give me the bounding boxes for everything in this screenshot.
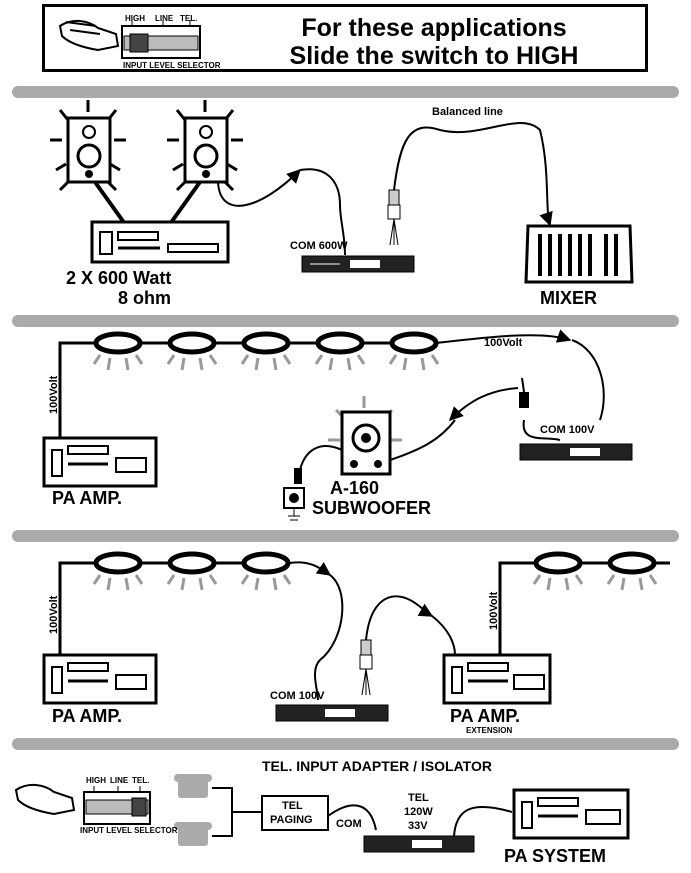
telephone-icon-2 (174, 822, 212, 846)
subwoofer-model-label: A-160 (330, 478, 380, 498)
input-level-selector-switch (121, 20, 201, 59)
pa-system-icon (512, 788, 630, 840)
ceiling-speakers-row-2 (58, 331, 440, 440)
com-100v-label-3: COM 100V (270, 690, 325, 702)
pa-system-label: PA SYSTEM (504, 846, 607, 866)
section-divider-1 (12, 86, 679, 98)
tel-adapter-title: TEL. INPUT ADAPTER / ISOLATOR (262, 758, 492, 774)
tel-label-line2: 120W (404, 806, 433, 818)
xlr-plug-icon (387, 189, 401, 246)
com-600w-unit (301, 255, 415, 273)
amp-spec-line2: 8 ohm (118, 288, 172, 308)
selector-high-label: HIGH (125, 14, 145, 23)
selector-caption-2: INPUT LEVEL SELECTOR (80, 826, 178, 835)
tel-label-line3: 33V (408, 820, 428, 832)
com-100v-unit-3 (275, 704, 389, 722)
subwoofer-label: SUBWOOFER (312, 498, 431, 518)
selector-caption: INPUT LEVEL SELECTOR (123, 61, 221, 70)
pa-amp-icon-3-right (442, 653, 552, 705)
ceiling-speakers-row-3-right (498, 551, 670, 655)
speaker-left-icon (50, 100, 126, 192)
power-plug-icon (283, 468, 305, 521)
pa-amp-icon-3-left (42, 653, 158, 705)
tel-input-adapter-unit (363, 835, 475, 853)
tel-paging-label-line2: PAGING (270, 814, 313, 826)
selector-line-label: LINE (155, 14, 174, 23)
header-title-line1: For these applications (301, 14, 567, 42)
pa-amp-label-2: PA AMP. (52, 488, 123, 508)
amp-voltage-label-3-left: 100Volt (48, 595, 60, 634)
pa-amp-icon-2 (42, 436, 158, 488)
selector-tel-label: TEL. (180, 14, 198, 23)
balanced-line-label: Balanced line (432, 106, 503, 118)
amp-voltage-label-3-right: 100Volt (488, 591, 500, 630)
section-divider-4 (12, 738, 679, 750)
com-100v-unit-2 (519, 443, 633, 461)
com-600w-label: COM 600W (290, 240, 348, 252)
selector-tel-label-2: TEL. (132, 776, 150, 785)
pa-amp-label-3-right: PA AMP. (450, 706, 521, 726)
selector-line-label-2: LINE (110, 776, 129, 785)
subwoofer-icon (328, 396, 402, 476)
ceiling-speakers-row-3 (58, 551, 292, 660)
speaker-right-icon (167, 100, 243, 192)
tel-paging-box (261, 795, 329, 831)
com-label-4: COM (336, 818, 362, 830)
pa-amp-label-3-left: PA AMP. (52, 706, 123, 726)
xlr-plug-icon-3 (359, 639, 373, 696)
input-level-selector-switch-2 (83, 786, 151, 825)
plug-icon-2 (519, 377, 529, 408)
section-divider-3 (12, 530, 679, 542)
header-box: For these applications Slide the switch … (42, 4, 648, 72)
hand-icon (58, 20, 120, 52)
power-amplifier-icon (90, 220, 230, 264)
tel-paging-label-line1: TEL (282, 800, 303, 812)
hand-icon-2 (14, 784, 76, 816)
telephone-icon-1 (174, 774, 212, 798)
com-100v-label-2: COM 100V (540, 424, 595, 436)
mixer-icon (524, 224, 634, 284)
pa-amp-extension-label: EXTENSION (466, 726, 513, 735)
selector-high-label-2: HIGH (86, 776, 106, 785)
mixer-label: MIXER (540, 288, 598, 308)
amp-voltage-label-2: 100Volt (48, 375, 60, 414)
header-title-line2: Slide the switch to HIGH (289, 42, 579, 70)
line-voltage-label: 100Volt (484, 337, 523, 349)
tel-label-line1: TEL (408, 792, 429, 804)
section-divider-2 (12, 315, 679, 327)
amp-spec-line1: 2 X 600 Watt (66, 268, 172, 288)
